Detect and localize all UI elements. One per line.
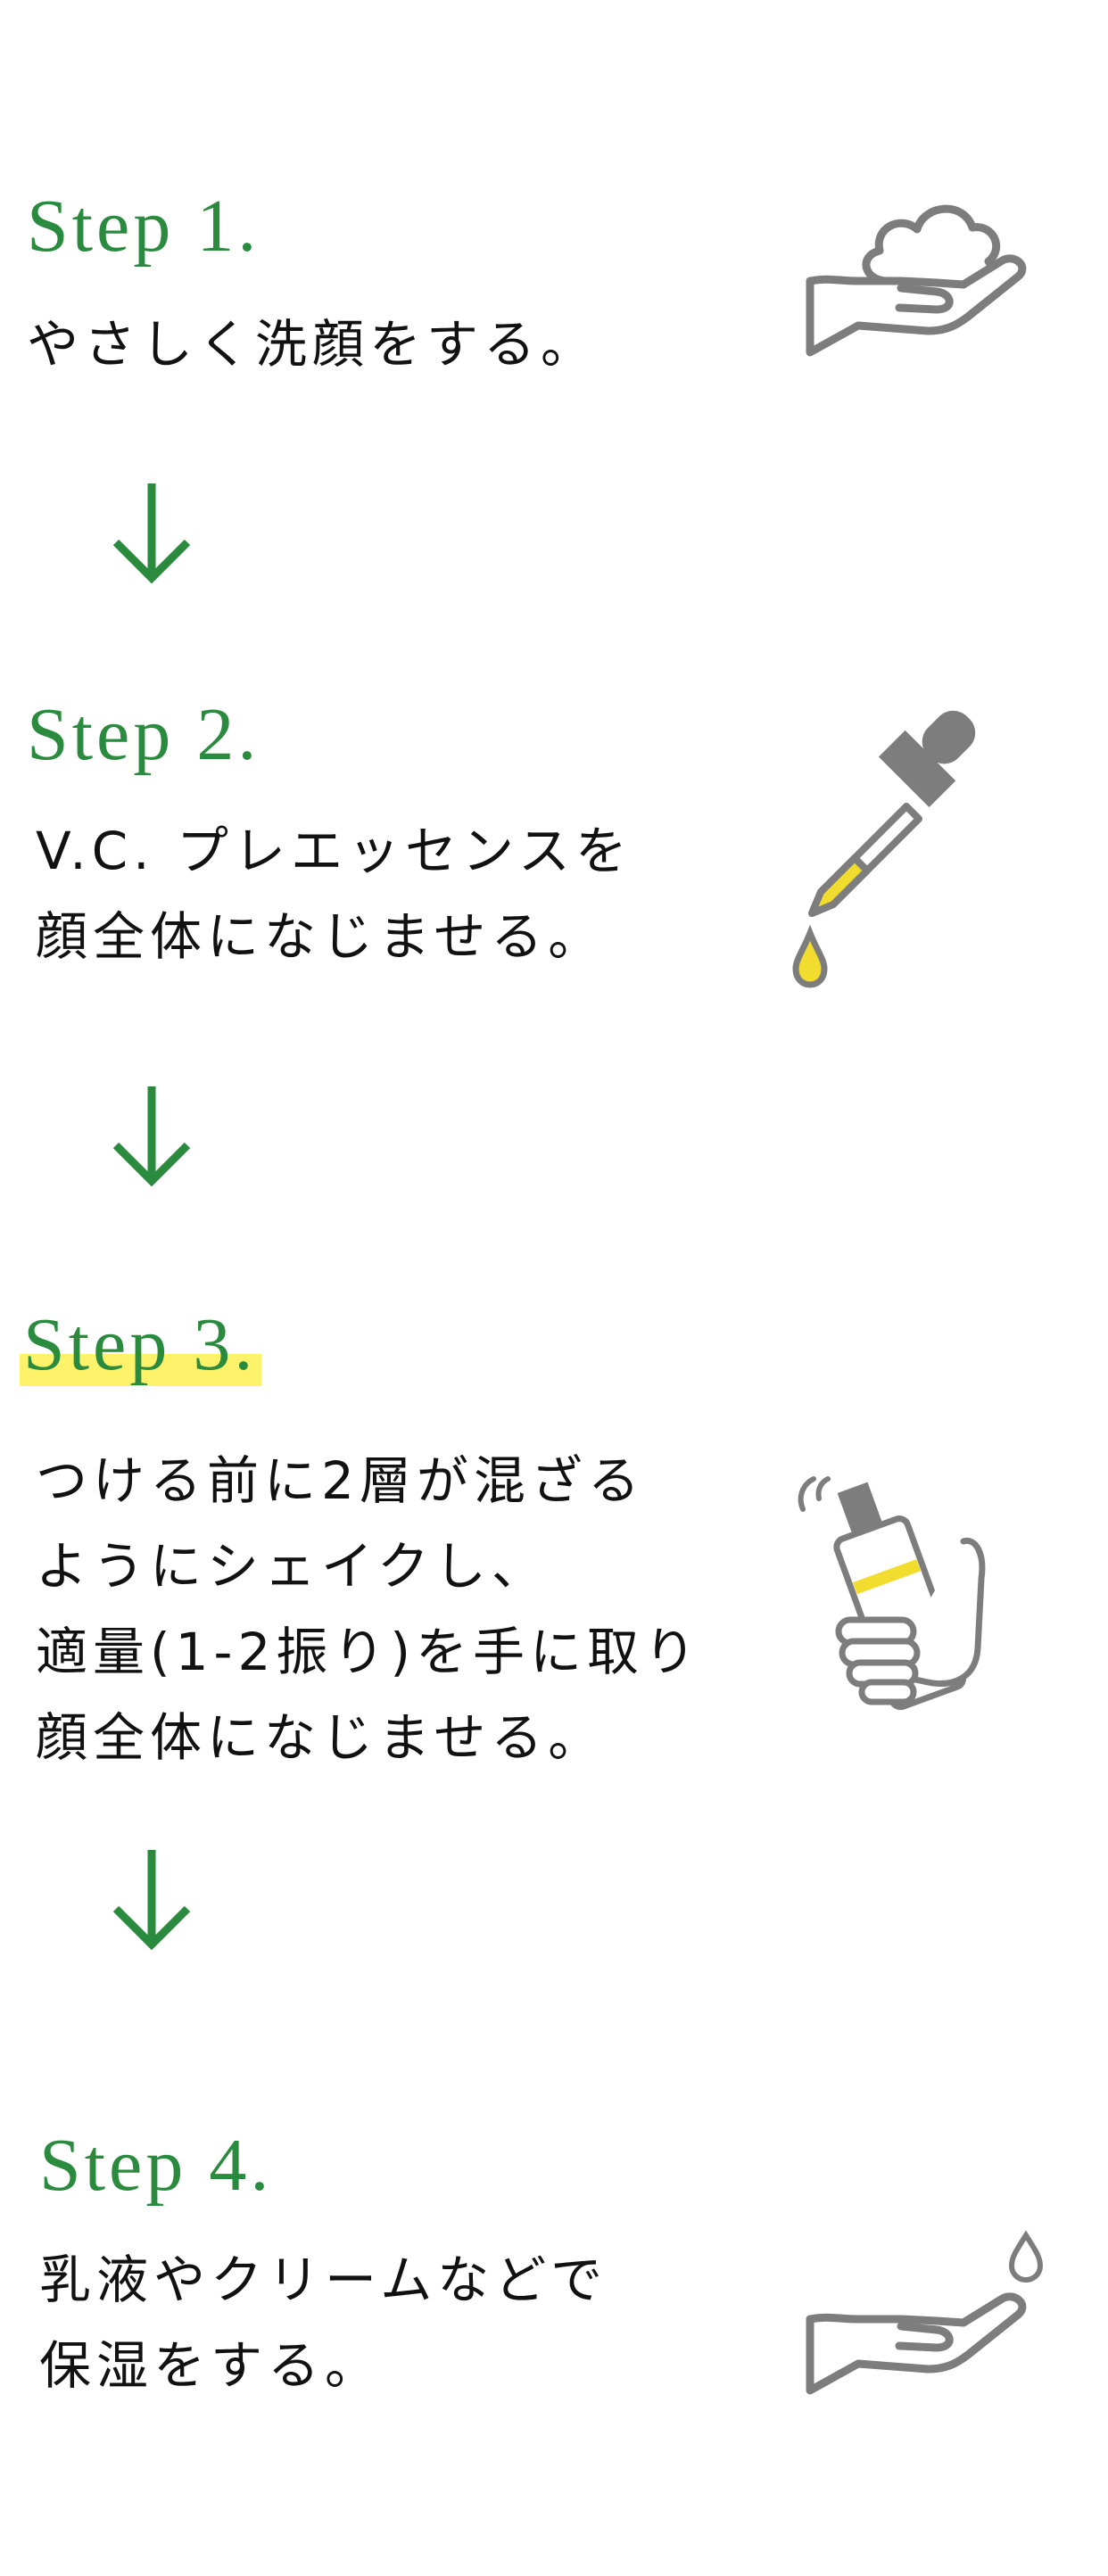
step-4-line-1: 乳液やクリームなどで [39, 2250, 608, 2310]
step-4-title: Step 4. [39, 2124, 273, 2207]
step-1-line-1: やさしく洗顔をする。 [27, 314, 599, 375]
shake-bottle-icon [798, 1476, 986, 1711]
hand-foam-icon [806, 204, 1027, 357]
step-4-description: 乳液やクリームなどで 保湿をする。 [39, 2237, 608, 2408]
step-3-line-3: 適量(1-2振り)を手に取り [36, 1622, 701, 1682]
step-2-description: V.C. プレエッセンスを 顔全体になじませる。 [36, 808, 633, 979]
dropper-icon [792, 710, 976, 988]
hand-drop-icon [806, 2230, 1044, 2395]
arrow-down-icon [112, 483, 191, 584]
step-3-line-4: 顔全体になじませる。 [36, 1707, 606, 1768]
step-3-line-2: ようにシェイクし、 [36, 1536, 549, 1597]
step-3-line-1: つける前に2層が混ざる [36, 1450, 645, 1511]
arrow-down-icon [112, 1086, 191, 1187]
step-2-line-1: V.C. プレエッセンスを [36, 821, 633, 881]
step-1-description: やさしく洗顔をする。 [27, 301, 598, 387]
arrow-down-icon [112, 1850, 191, 1951]
step-3-title: Step 3. [19, 1303, 262, 1386]
step-1-title: Step 1. [27, 185, 260, 268]
step-2-line-2: 顔全体になじませる。 [36, 906, 606, 967]
step-3-description: つける前に2層が混ざる ようにシェイクし、 適量(1-2振り)を手に取り 顔全体… [36, 1438, 701, 1780]
step-4-line-2: 保湿をする。 [39, 2335, 383, 2396]
step-3-title-highlighted: Step 3. [19, 1303, 262, 1386]
step-2-title: Step 2. [27, 693, 260, 776]
